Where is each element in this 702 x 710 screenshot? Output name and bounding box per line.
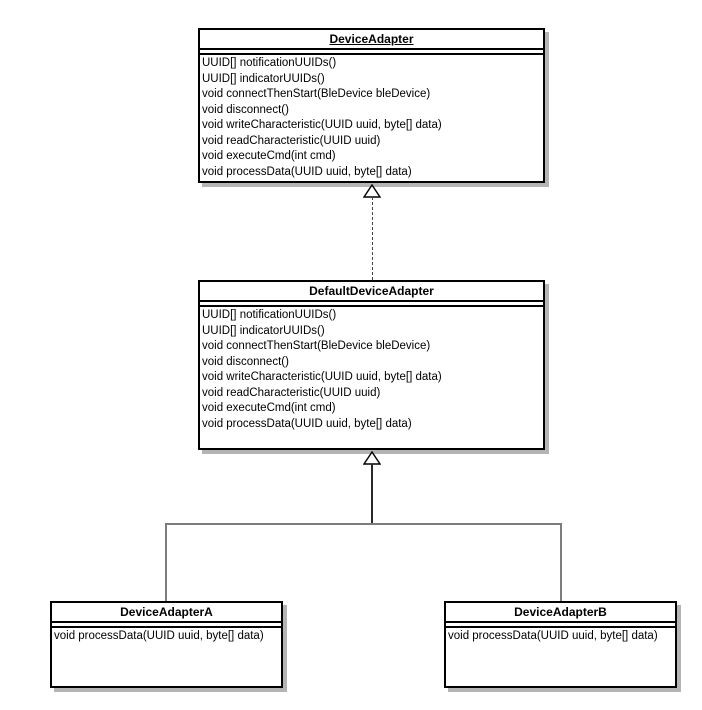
methods-compartment: UUID[] notificationUUIDs() UUID[] indica…: [200, 55, 543, 180]
method-line: void executeCmd(int cmd): [202, 150, 336, 162]
realization-dashed-line: [372, 197, 373, 280]
realization-arrow-icon: [363, 184, 381, 198]
methods-compartment: void processData(UUID uuid, byte[] data): [446, 628, 675, 645]
method-line: void processData(UUID uuid, byte[] data): [448, 630, 658, 642]
class-box-default-device-adapter: DefaultDeviceAdapter UUID[] notification…: [198, 280, 545, 450]
class-box-device-adapter: DeviceAdapter UUID[] notificationUUIDs()…: [198, 28, 545, 183]
method-line: UUID[] notificationUUIDs(): [202, 309, 337, 321]
method-line: void readCharacteristic(UUID uuid): [202, 386, 381, 399]
class-title-device-adapter-a: DeviceAdapterA: [52, 603, 281, 623]
method-line: void processData(UUID uuid, byte[] data): [202, 417, 412, 430]
method-line: UUID[] notificationUUIDs(): [202, 57, 337, 69]
class-title-device-adapter: DeviceAdapter: [200, 30, 543, 50]
attributes-compartment-empty: [200, 302, 543, 307]
generalization-arrow-icon: [363, 451, 381, 465]
class-title-default-device-adapter: DefaultDeviceAdapter: [200, 282, 543, 302]
attributes-compartment-empty: [52, 623, 281, 628]
method-line: void processData(UUID uuid, byte[] data): [202, 165, 412, 178]
method-line: void executeCmd(int cmd): [202, 402, 336, 414]
class-box-device-adapter-a: DeviceAdapterA void processData(UUID uui…: [50, 601, 283, 688]
method-line: UUID[] indicatorUUIDs(): [202, 72, 325, 85]
attributes-compartment-empty: [200, 50, 543, 55]
generalization-trunk-line: [371, 464, 373, 524]
methods-compartment: void processData(UUID uuid, byte[] data): [52, 628, 281, 645]
method-line: void writeCharacteristic(UUID uuid, byte…: [202, 119, 442, 131]
generalization-branch-line: [165, 523, 562, 525]
method-line: void readCharacteristic(UUID uuid): [202, 134, 381, 147]
method-line: UUID[] indicatorUUIDs(): [202, 324, 325, 337]
method-line: void connectThenStart(BleDevice bleDevic…: [202, 88, 431, 100]
method-line: void connectThenStart(BleDevice bleDevic…: [202, 340, 431, 352]
class-title-device-adapter-b: DeviceAdapterB: [446, 603, 675, 623]
class-box-device-adapter-b: DeviceAdapterB void processData(UUID uui…: [444, 601, 677, 688]
generalization-drop-line-b: [560, 523, 562, 601]
method-line: void disconnect(): [202, 355, 289, 368]
methods-compartment: UUID[] notificationUUIDs() UUID[] indica…: [200, 307, 543, 432]
method-line: void disconnect(): [202, 103, 289, 116]
generalization-drop-line-a: [165, 523, 167, 601]
method-line: void processData(UUID uuid, byte[] data): [54, 630, 264, 642]
attributes-compartment-empty: [446, 623, 675, 628]
method-line: void writeCharacteristic(UUID uuid, byte…: [202, 371, 442, 383]
